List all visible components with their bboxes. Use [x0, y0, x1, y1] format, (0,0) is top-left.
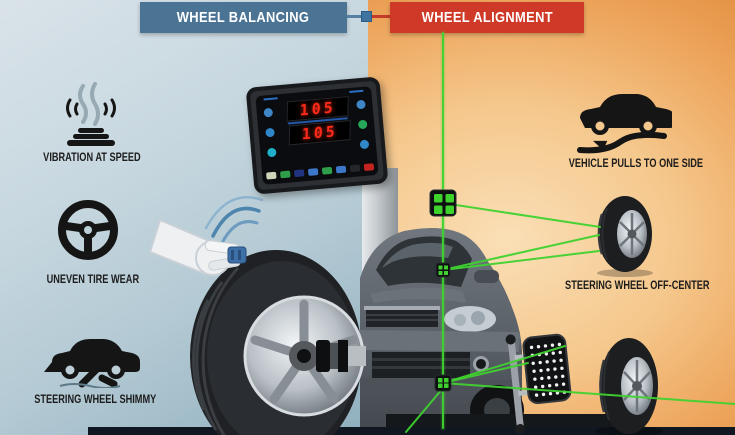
balancer-wheel	[190, 250, 366, 435]
tire-bottom-right	[595, 338, 663, 435]
label-steering-wheel-shimmy: STEERING WHEEL SHIMMY	[34, 394, 157, 406]
vibration-icon	[66, 82, 116, 146]
laser-marker-bumper	[434, 374, 452, 392]
floor-strip	[88, 427, 735, 435]
tire-off-center	[597, 196, 653, 277]
header-alignment-label: WHEEL ALIGNMENT	[421, 9, 553, 26]
laser-marker-large	[429, 189, 457, 217]
laser-marker-small	[435, 262, 451, 278]
hand-with-weight	[148, 195, 264, 276]
header-connector-left	[347, 15, 366, 18]
alignment-target-board	[505, 333, 572, 435]
steering-wheel-icon	[58, 200, 118, 260]
car-swerve-icon	[577, 94, 672, 154]
car-front	[360, 227, 524, 435]
header-wheel-alignment: WHEEL ALIGNMENT	[390, 2, 584, 33]
car-jack-icon	[44, 339, 140, 388]
header-balancing-label: WHEEL BALANCING	[177, 9, 310, 26]
label-uneven-tire-wear: UNEVEN TIRE WEAR	[46, 274, 139, 286]
label-vehicle-pulls: VEHICLE PULLS TO ONE SIDE	[568, 158, 703, 170]
header-wheel-balancing: WHEEL BALANCING	[140, 2, 347, 33]
label-vibration-at-speed: VIBRATION AT SPEED	[43, 152, 141, 164]
header-connector-right	[366, 15, 390, 18]
header-connector-node	[361, 11, 372, 22]
label-steering-off-center: STEERING WHEEL OFF-CENTER	[565, 280, 710, 292]
